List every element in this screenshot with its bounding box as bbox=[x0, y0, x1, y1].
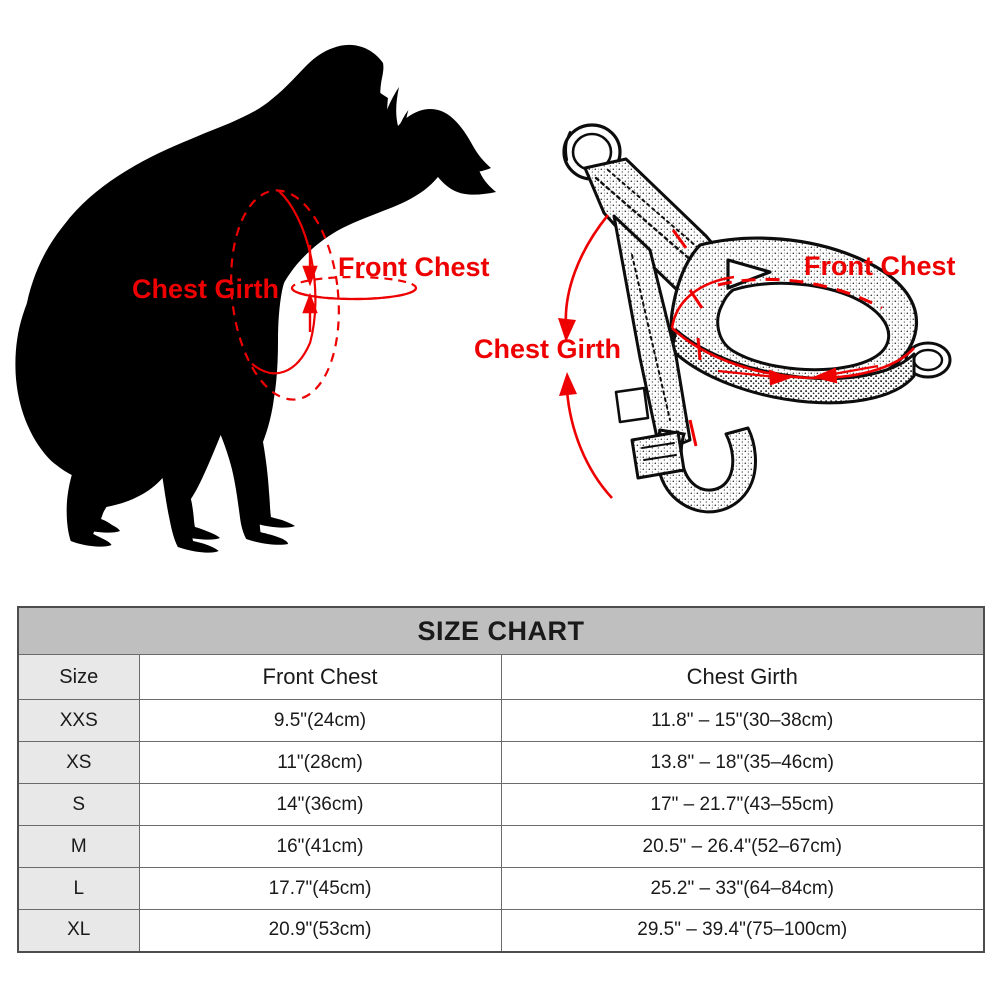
harness-back-tab bbox=[614, 386, 650, 424]
dog-chest-girth-label: Chest Girth bbox=[132, 274, 279, 304]
chest-girth-arrow-up bbox=[559, 372, 577, 396]
cell-chest-girth: 25.2" – 33"(64–84cm) bbox=[500, 867, 985, 910]
cell-front-chest: 11"(28cm) bbox=[138, 741, 502, 784]
chest-girth-ellipse-dog bbox=[230, 189, 340, 401]
column-header-chest-girth: Chest Girth bbox=[500, 654, 985, 700]
cell-size: XL bbox=[17, 909, 140, 952]
table-row: XS 11"(28cm) 13.8" – 18"(35–46cm) bbox=[17, 741, 985, 784]
front-chest-curve-harness bbox=[717, 277, 883, 310]
chest-girth-arc-dog bbox=[251, 190, 317, 375]
harness-girth-band bbox=[670, 328, 916, 405]
cell-size: L bbox=[17, 867, 140, 910]
table-row: M 16"(41cm) 20.5" – 26.4"(52–67cm) bbox=[17, 825, 985, 868]
cell-size: XS bbox=[17, 741, 140, 784]
girth-band-arrows-harness bbox=[717, 364, 879, 386]
harness-front-strap bbox=[612, 214, 692, 454]
size-chart-table: SIZE CHART Size Front Chest Chest Girth … bbox=[17, 606, 985, 953]
cell-front-chest: 9.5"(24cm) bbox=[138, 699, 502, 742]
cell-size: S bbox=[17, 783, 140, 826]
cell-size: M bbox=[17, 825, 140, 868]
size-chart-title-row: SIZE CHART bbox=[17, 606, 985, 655]
size-chart-title: SIZE CHART bbox=[17, 606, 985, 655]
cell-chest-girth: 17" – 21.7"(43–55cm) bbox=[500, 783, 985, 826]
table-row: XXS 9.5"(24cm) 11.8" – 15"(30–38cm) bbox=[17, 699, 985, 742]
measure-arrow-dog bbox=[302, 245, 318, 332]
cell-front-chest: 17.7"(45cm) bbox=[138, 867, 502, 910]
table-row: S 14"(36cm) 17" – 21.7"(43–55cm) bbox=[17, 783, 985, 826]
harness-front-chest-label: Front Chest bbox=[804, 251, 956, 281]
dog-front-chest-label: Front Chest bbox=[338, 252, 490, 282]
chest-girth-arrow-down bbox=[558, 318, 576, 342]
cell-chest-girth: 20.5" – 26.4"(52–67cm) bbox=[500, 825, 985, 868]
cell-front-chest: 16"(41cm) bbox=[138, 825, 502, 868]
table-row: XL 20.9"(53cm) 29.5" – 39.4"(75–100cm) bbox=[17, 909, 985, 952]
cell-size: XXS bbox=[17, 699, 140, 742]
table-row: L 17.7"(45cm) 25.2" – 33"(64–84cm) bbox=[17, 867, 985, 910]
cell-front-chest: 20.9"(53cm) bbox=[138, 909, 502, 952]
cell-chest-girth: 29.5" – 39.4"(75–100cm) bbox=[500, 909, 985, 952]
cell-chest-girth: 13.8" – 18"(35–46cm) bbox=[500, 741, 985, 784]
front-chest-arc-dog bbox=[290, 287, 418, 301]
cell-chest-girth: 11.8" – 15"(30–38cm) bbox=[500, 699, 985, 742]
cell-front-chest: 14"(36cm) bbox=[138, 783, 502, 826]
chest-girth-sweep-harness bbox=[564, 214, 613, 499]
dog-harness-drawing bbox=[562, 123, 952, 514]
size-chart-body: XXS 9.5"(24cm) 11.8" – 15"(30–38cm) XS 1… bbox=[17, 699, 985, 952]
harness-bottom-loop bbox=[655, 426, 757, 514]
illustration-panel: Chest Girth Front Chest bbox=[15, 44, 956, 553]
size-chart-header-row: Size Front Chest Chest Girth bbox=[17, 654, 985, 700]
dog-body-detail bbox=[23, 44, 491, 540]
column-header-size: Size bbox=[17, 654, 140, 700]
harness-chest-girth-label: Chest Girth bbox=[474, 334, 621, 364]
harness-opening bbox=[716, 281, 891, 372]
column-header-front-chest: Front Chest bbox=[138, 654, 502, 700]
side-ring-icon bbox=[904, 341, 952, 379]
harness-tick-marks bbox=[671, 229, 704, 447]
